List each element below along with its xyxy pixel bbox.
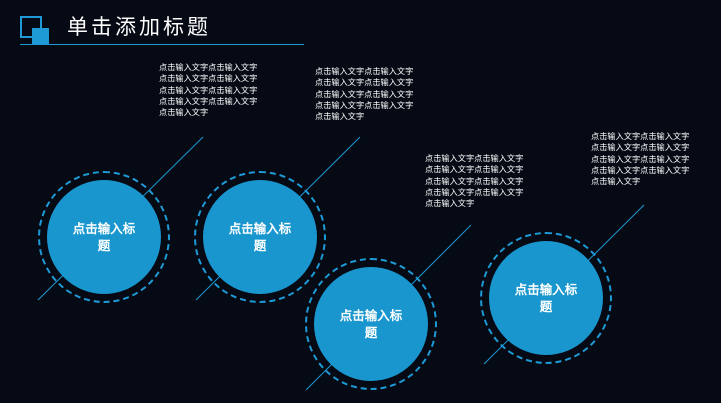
description-text-4[interactable]: 点击输入文字点击输入文字点击输入文字点击输入文字点击输入文字点击输入文字点击输入… xyxy=(591,131,690,187)
circle-item-4[interactable]: 点击输入标题 xyxy=(489,241,603,355)
circle-ring-1 xyxy=(38,171,170,303)
description-text-3[interactable]: 点击输入文字点击输入文字点击输入文字点击输入文字点击输入文字点击输入文字点击输入… xyxy=(425,153,524,209)
circle-item-2[interactable]: 点击输入标题 xyxy=(203,180,317,294)
circle-item-1[interactable]: 点击输入标题 xyxy=(47,180,161,294)
logo-outline-square xyxy=(20,16,42,38)
slide-title[interactable]: 单击添加标题 xyxy=(67,15,211,39)
description-text-1[interactable]: 点击输入文字点击输入文字点击输入文字点击输入文字点击输入文字点击输入文字点击输入… xyxy=(159,62,258,118)
circle-heading-2: 点击输入标题 xyxy=(228,221,292,253)
circle-heading-1: 点击输入标题 xyxy=(72,221,136,253)
circle-heading-3: 点击输入标题 xyxy=(339,308,403,340)
circle-ring-3 xyxy=(305,258,437,390)
circle-ring-4 xyxy=(480,232,612,364)
description-text-2[interactable]: 点击输入文字点击输入文字点击输入文字点击输入文字点击输入文字点击输入文字点击输入… xyxy=(315,66,414,122)
circle-item-3[interactable]: 点击输入标题 xyxy=(314,267,428,381)
logo-filled-square xyxy=(32,28,49,45)
logo-squares-icon xyxy=(20,16,50,46)
circle-heading-4: 点击输入标题 xyxy=(514,282,578,314)
title-underline xyxy=(20,44,304,45)
circle-ring-2 xyxy=(194,171,326,303)
